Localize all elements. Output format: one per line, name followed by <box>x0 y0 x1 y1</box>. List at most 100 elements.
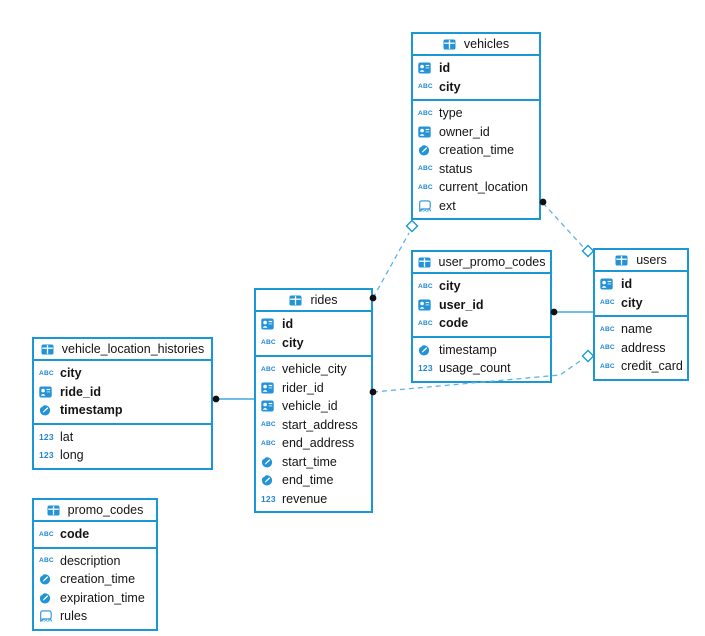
table-icon <box>47 505 64 516</box>
column-row: timestamp <box>413 341 550 360</box>
column-name: current_location <box>439 180 528 195</box>
columns-section: ABC vehicle_city rider_id vehicle_id ABC s… <box>256 357 371 511</box>
column-name: city <box>439 279 461 294</box>
column-name: id <box>282 317 294 332</box>
column-row: ABC credit_card <box>595 357 687 376</box>
column-row: ABC start_address <box>256 416 371 435</box>
number-icon: 123 <box>261 493 276 504</box>
column-name: vehicle_city <box>282 362 347 377</box>
column-name: start_time <box>282 454 337 469</box>
column-name: long <box>60 448 84 463</box>
column-row: ride_id <box>34 383 211 402</box>
column-name: usage_count <box>439 361 511 376</box>
column-name: address <box>621 340 666 355</box>
clock-icon <box>39 592 56 604</box>
user-id-icon <box>261 382 278 394</box>
user-id-icon <box>418 126 435 138</box>
text-icon: ABC <box>39 557 54 565</box>
text-icon: ABC <box>261 439 276 447</box>
column-row: rules <box>34 607 156 626</box>
column-name: id <box>621 277 633 292</box>
text-icon: ABC <box>39 369 54 377</box>
number-icon: 123 <box>39 450 54 461</box>
column-name: type <box>439 106 463 121</box>
relation-vehicle-location-histories-rides <box>212 395 254 403</box>
column-name: start_address <box>282 417 358 432</box>
text-icon: ABC <box>261 421 276 429</box>
text-icon: ABC <box>418 183 433 191</box>
column-name: ext <box>439 198 456 213</box>
column-row: start_time <box>256 453 371 472</box>
column-name: id <box>439 61 451 76</box>
table-header: user_promo_codes <box>413 252 550 274</box>
column-row: end_time <box>256 471 371 490</box>
user-id-icon <box>418 299 435 311</box>
column-name: creation_time <box>439 143 515 158</box>
column-name: description <box>60 553 121 568</box>
column-name: creation_time <box>60 572 136 587</box>
column-row: owner_id <box>413 123 539 142</box>
table-icon <box>443 39 460 50</box>
clock-icon <box>418 144 435 156</box>
user-id-icon <box>261 400 278 412</box>
clock-icon <box>39 573 56 585</box>
text-icon: ABC <box>418 109 433 117</box>
column-row: expiration_time <box>34 589 156 608</box>
clock-icon <box>261 456 278 468</box>
text-icon: ABC <box>418 282 433 290</box>
column-name: city <box>60 366 82 381</box>
text-icon: ABC <box>418 83 433 91</box>
table-name: rides <box>310 293 338 307</box>
column-row: 123 long <box>34 446 211 465</box>
column-row: 123 usage_count <box>413 359 550 378</box>
user-id-icon <box>418 62 435 74</box>
table-icon <box>289 295 306 306</box>
column-row: ABC current_location <box>413 178 539 197</box>
column-row: vehicle_id <box>256 397 371 416</box>
primary-key-section: ABC code <box>34 522 156 549</box>
json-icon <box>39 610 56 622</box>
column-name: credit_card <box>621 359 683 374</box>
json-icon <box>418 200 435 212</box>
column-name: end_time <box>282 473 334 488</box>
text-icon: ABC <box>39 530 54 538</box>
column-name: status <box>439 161 473 176</box>
table-header: vehicles <box>413 34 539 56</box>
column-row: ABC city <box>34 364 211 383</box>
column-row: timestamp <box>34 401 211 420</box>
column-row: ABC city <box>413 277 550 296</box>
text-icon: ABC <box>600 362 615 370</box>
column-name: expiration_time <box>60 590 145 605</box>
number-icon: 123 <box>39 431 54 442</box>
clock-icon <box>261 474 278 486</box>
table-name: vehicles <box>463 37 510 51</box>
column-row: ABC code <box>34 525 156 544</box>
column-name: city <box>621 295 643 310</box>
column-name: rider_id <box>282 380 324 395</box>
column-row: id <box>256 315 371 334</box>
table-icon <box>418 257 435 268</box>
table-name: users <box>636 253 667 267</box>
number-icon: 123 <box>418 363 433 374</box>
text-icon: ABC <box>600 325 615 333</box>
column-name: code <box>60 527 90 542</box>
column-row: user_id <box>413 296 550 315</box>
clock-icon <box>418 344 435 356</box>
